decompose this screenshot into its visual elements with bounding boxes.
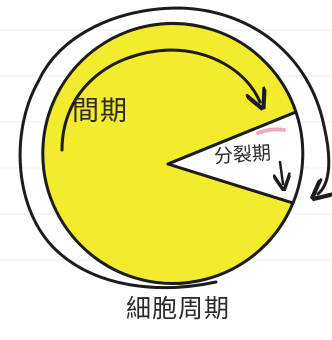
mitosis-sector — [166, 110, 305, 205]
outer-arrow-icon — [36, 6, 329, 194]
interphase-label: 間期 — [72, 96, 128, 127]
cell-cycle-label: 細胞周期 — [126, 294, 231, 323]
outer-ring — [18, 80, 218, 290]
interphase-sector — [41, 22, 298, 285]
inner-arrow-icon — [60, 48, 260, 152]
mitosis-accent — [256, 127, 286, 135]
mitosis-arrow-icon — [280, 160, 283, 184]
mitosis-label: 分裂期 — [213, 142, 272, 168]
